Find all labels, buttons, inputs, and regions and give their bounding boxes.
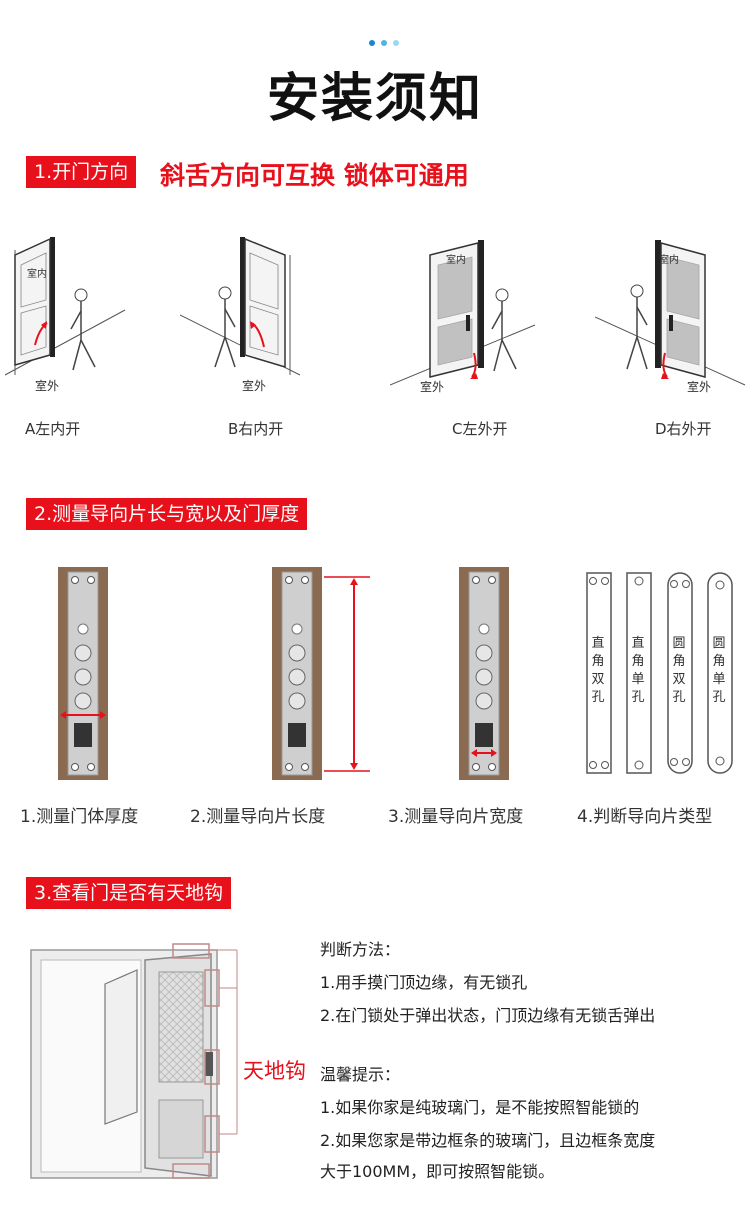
tips-item-2: 2.如果您家是带边框条的玻璃门，且边框条宽度 <box>320 1131 656 1150</box>
security-door-illustration <box>30 943 238 1179</box>
door-d-outer-label: 室外 <box>687 379 711 394</box>
section2-label: 2.测量导向片长与宽以及门厚度 <box>26 498 308 530</box>
method-title: 判断方法： <box>320 940 401 959</box>
door-d-inner-label: 室内 <box>659 253 679 266</box>
door-diagram-c: 室内 室外 <box>390 240 536 394</box>
tips-item-1: 1.如果你家是纯玻璃门，是不能按照智能锁的 <box>320 1098 640 1117</box>
plate-type-4-label: 圆角单孔 <box>712 636 726 705</box>
plate-type-1-label: 直角双孔 <box>591 636 605 705</box>
door-c-caption: C左外开 <box>452 420 508 438</box>
method-item-1: 1.用手摸门顶边缘，有无锁孔 <box>320 973 528 992</box>
door-b-outer-label: 室外 <box>242 378 266 393</box>
step-4-caption: 4.判断导向片类型 <box>577 807 713 827</box>
hook-label: 天地钩 <box>243 1059 306 1083</box>
dot-2 <box>381 40 387 46</box>
dot-3 <box>393 40 399 46</box>
step-3-caption: 3.测量导向片宽度 <box>388 807 524 827</box>
door-diagram-d: 室内 室外 <box>595 240 746 394</box>
section1-label: 1.开门方向 <box>26 156 137 188</box>
door-d-caption: D右外开 <box>655 420 712 438</box>
lock-panel-3 <box>459 567 509 780</box>
door-diagram-a: 室内 室外 <box>5 237 126 393</box>
tips-item-3: 大于100MM，即可按照智能锁。 <box>320 1162 555 1181</box>
header-dots <box>369 40 405 48</box>
tips-title: 温馨提示： <box>320 1065 401 1084</box>
lock-panel-2 <box>272 567 370 780</box>
section1-subtitle: 斜舌方向可互换 锁体可通用 <box>160 161 469 190</box>
plate-type-2-label: 直角单孔 <box>631 636 645 705</box>
door-diagram-b: 室外 <box>180 237 301 393</box>
page-title: 安装须知 <box>266 69 483 129</box>
plate-type-3-label: 圆角双孔 <box>672 636 686 705</box>
door-a-caption: A左内开 <box>25 420 81 438</box>
door-a-outer-label: 室外 <box>35 378 59 393</box>
door-c-inner-label: 室内 <box>446 253 466 266</box>
lock-panel-1 <box>58 567 108 780</box>
plate-types <box>586 572 733 774</box>
door-b-caption: B右内开 <box>228 420 284 438</box>
method-item-2: 2.在门锁处于弹出状态，门顶边缘有无锁舌弹出 <box>320 1006 656 1025</box>
door-c-outer-label: 室外 <box>420 379 444 394</box>
door-a-inner-label: 室内 <box>27 267 47 280</box>
step-1-caption: 1.测量门体厚度 <box>20 807 139 827</box>
step-2-caption: 2.测量导向片长度 <box>190 807 326 827</box>
dot-1 <box>369 40 375 46</box>
section3-label: 3.查看门是否有天地钩 <box>26 877 232 909</box>
